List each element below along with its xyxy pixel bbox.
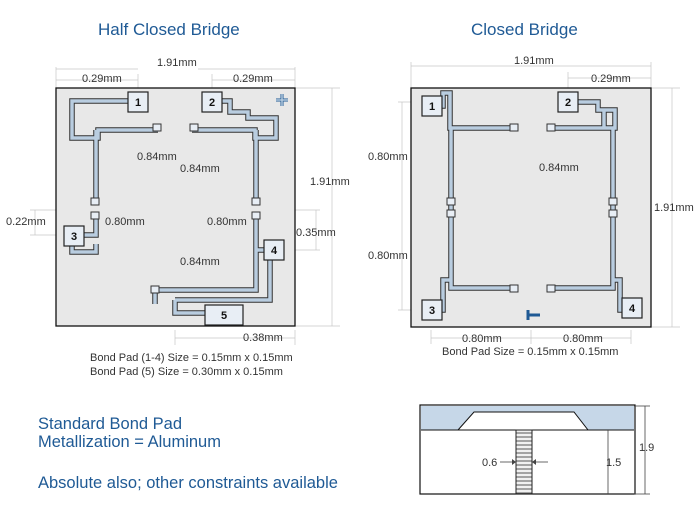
closed-v-lower-label: 0.80mm bbox=[368, 250, 408, 262]
half-v1-label: 0.84mm bbox=[137, 151, 177, 163]
closed-bridge-title: Closed Bridge bbox=[471, 20, 578, 39]
half-v2-label: 0.84mm bbox=[180, 163, 220, 175]
closed-pad-2-label: 2 bbox=[565, 97, 571, 109]
closed-pad-4 bbox=[621, 297, 643, 319]
closed-pad-4-label: 4 bbox=[629, 303, 636, 315]
closed-pad-3-label: 3 bbox=[429, 305, 435, 317]
half-right-offset-label: 0.35mm bbox=[296, 227, 336, 239]
constraints-text: Absolute also; other constraints availab… bbox=[38, 474, 338, 492]
cross-section-diagram: 0.6 1.5 1.9 bbox=[419, 404, 654, 495]
half-note-2: Bond Pad (5) Size = 0.30mm x 0.15mm bbox=[90, 366, 283, 378]
half-height-total-label: 1.91mm bbox=[310, 176, 350, 188]
half-width-total-label: 1.91mm bbox=[157, 57, 197, 69]
metallization-line-1: Standard Bond Pad bbox=[38, 415, 183, 433]
closed-pad-1 bbox=[421, 95, 443, 117]
half-pad-1 bbox=[127, 91, 149, 113]
metallization-line-2: Metallization = Aluminum bbox=[38, 433, 221, 451]
half-pad-3 bbox=[63, 225, 85, 247]
half-pad-5 bbox=[204, 304, 244, 326]
half-pad-5-label: 5 bbox=[221, 310, 227, 322]
closed-top-right-label: 0.29mm bbox=[591, 73, 631, 85]
half-bottom-label: 0.38mm bbox=[243, 332, 283, 344]
half-bridge-title: Half Closed Bridge bbox=[98, 20, 240, 39]
closed-v-upper-label: 0.80mm bbox=[368, 151, 408, 163]
half-v3-label: 0.84mm bbox=[180, 256, 220, 268]
half-left-offset-label: 0.22mm bbox=[6, 216, 46, 228]
closed-bottom-left-label: 0.80mm bbox=[462, 333, 502, 345]
half-pad-2-label: 2 bbox=[209, 97, 215, 109]
half-top-right-label: 0.29mm bbox=[233, 73, 273, 85]
cross-section-total-label: 1.9 bbox=[639, 442, 654, 454]
closed-height-total-label: 1.91mm bbox=[654, 202, 694, 214]
closed-bottom-right-label: 0.80mm bbox=[563, 333, 603, 345]
half-mid-left-label: 0.80mm bbox=[105, 216, 145, 228]
half-pad-1-label: 1 bbox=[135, 97, 141, 109]
half-pad-4-label: 4 bbox=[271, 245, 278, 257]
half-pad-2 bbox=[201, 91, 223, 113]
closed-alignment-mark-icon bbox=[526, 310, 540, 320]
half-mid-right-label: 0.80mm bbox=[207, 216, 247, 228]
closed-inner-label: 0.84mm bbox=[539, 162, 579, 174]
cross-section-gap-label: 0.6 bbox=[482, 457, 497, 469]
closed-note: Bond Pad Size = 0.15mm x 0.15mm bbox=[442, 346, 619, 358]
closed-pad-1-label: 1 bbox=[429, 101, 435, 113]
closed-width-total-label: 1.91mm bbox=[514, 55, 554, 67]
cross-section-height-label: 1.5 bbox=[606, 457, 621, 469]
half-pad-3-label: 3 bbox=[71, 231, 77, 243]
closed-bridge-diagram: 1 2 3 4 1.91mm 0.29mm 1.91mm 0.80mm 0.80… bbox=[368, 55, 694, 345]
half-top-left-label: 0.29mm bbox=[82, 73, 122, 85]
half-bridge-diagram: 1 2 3 4 5 1.91mm 0.29mm 0.29mm 1.91mm 0.… bbox=[6, 57, 350, 345]
half-note-1: Bond Pad (1-4) Size = 0.15mm x 0.15mm bbox=[90, 352, 293, 364]
closed-pad-2 bbox=[557, 91, 579, 113]
half-pad-4 bbox=[263, 239, 285, 261]
closed-pad-3 bbox=[421, 299, 443, 321]
